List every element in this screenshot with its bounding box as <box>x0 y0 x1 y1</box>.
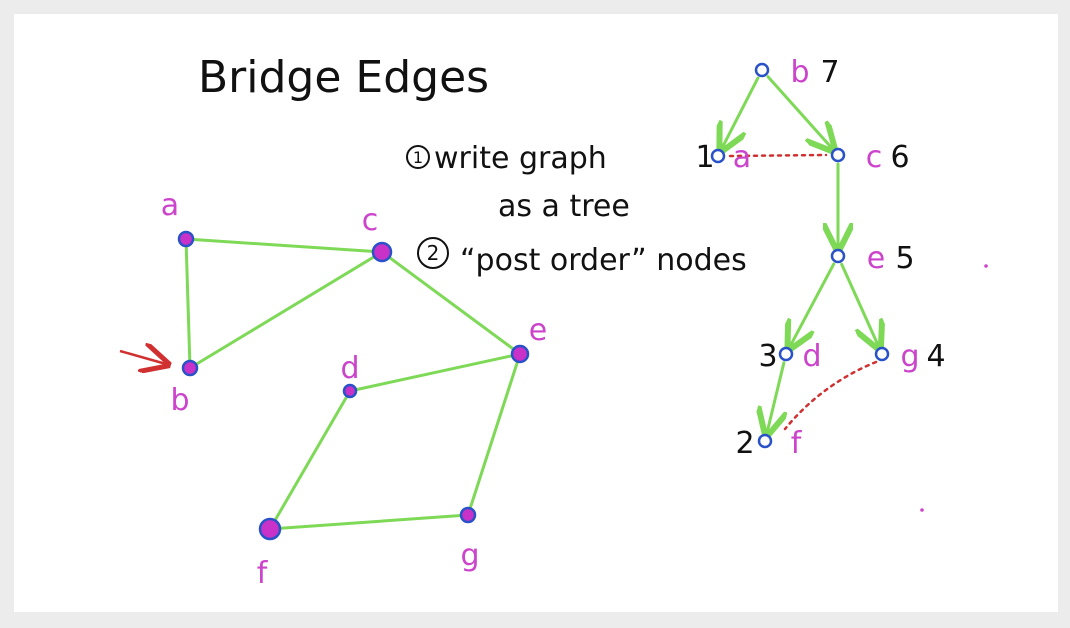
step-2-text: “post order” nodes <box>460 243 747 278</box>
graph-edge-g-e <box>466 352 522 517</box>
graph-node-label-e: e <box>529 313 547 348</box>
graph-node-a <box>177 230 195 248</box>
graph-node-label-f: f <box>257 556 269 591</box>
tree-edge-b-a <box>722 76 760 148</box>
step-2-marker-circle <box>417 237 449 269</box>
tree-node-label-g: g <box>900 339 919 374</box>
graph-edge-b-c <box>188 250 384 370</box>
step-2-marker: 2 <box>427 241 440 265</box>
step-1-text-line1: write graph <box>434 141 607 176</box>
stray-dot <box>984 264 988 268</box>
step-2: 2 “post order” nodes <box>417 237 747 278</box>
tree-node-label-b: b <box>790 55 809 90</box>
tree-node-order-c: 6 <box>890 140 909 175</box>
tree-node-label-d: d <box>802 339 821 374</box>
stray-dot <box>920 508 924 512</box>
tree-back-edge-g-f <box>783 360 878 431</box>
graph-node-b <box>181 359 199 377</box>
graph-edge-a-c <box>184 237 384 254</box>
tree-edge-e-g <box>840 262 879 346</box>
graph-node-label-d: d <box>340 351 359 386</box>
graph-edges <box>184 237 522 531</box>
start-arrow-icon <box>119 351 166 364</box>
graph-edge-c-e <box>380 250 522 356</box>
tree-node-label-f: f <box>791 426 803 461</box>
graph-node-e <box>510 344 530 364</box>
tree-edge-e-d <box>790 262 836 346</box>
tree-edge-b-c <box>766 75 832 149</box>
tree-node-order-d: 3 <box>758 339 777 374</box>
tree-node-order-g: 4 <box>926 339 945 374</box>
graph-node-f <box>258 517 282 541</box>
graph-node-label-a: a <box>161 188 179 223</box>
graph-node-c <box>371 241 393 263</box>
step-1-text-line2: as a tree <box>498 189 630 224</box>
graph-edge-a-b <box>184 237 192 370</box>
graph-node-d <box>342 383 358 399</box>
tree-node-g <box>874 346 890 362</box>
tree-node-label-e: e <box>867 241 885 276</box>
step-1: 1 write graph as a tree <box>406 141 630 224</box>
tree-node-b <box>754 62 770 78</box>
graph-nodes <box>177 230 530 541</box>
tree-node-a <box>710 148 726 164</box>
graph-node-g <box>459 506 477 524</box>
tree-node-f <box>757 433 773 449</box>
tree-node-label-a: a <box>733 140 751 175</box>
tree-edge-d-f <box>767 361 784 433</box>
graph-node-label-g: g <box>460 538 479 573</box>
graph-node-label-b: b <box>170 383 189 418</box>
tree-node-order-e: 5 <box>895 241 914 276</box>
tree-edges <box>722 75 879 433</box>
graph-labels: a b c d e f g <box>161 188 547 591</box>
step-1-marker-circle <box>406 145 430 169</box>
tree-node-order-a: 1 <box>695 140 714 175</box>
tree-node-c <box>830 147 846 163</box>
graph-edge-d-f <box>268 389 352 531</box>
tree-node-e <box>830 248 846 264</box>
graph-edge-f-g <box>268 513 470 531</box>
step-1-marker: 1 <box>413 148 423 167</box>
tree-node-order-b: 7 <box>820 55 839 90</box>
graph-edge-e-d <box>348 352 522 393</box>
page-title: Bridge Edges <box>198 52 489 103</box>
graph-node-label-c: c <box>362 203 379 238</box>
tree-node-order-f: 2 <box>735 426 754 461</box>
tree-node-d <box>778 346 794 362</box>
tree-node-label-c: c <box>866 140 883 175</box>
tree-nodes <box>710 62 890 449</box>
